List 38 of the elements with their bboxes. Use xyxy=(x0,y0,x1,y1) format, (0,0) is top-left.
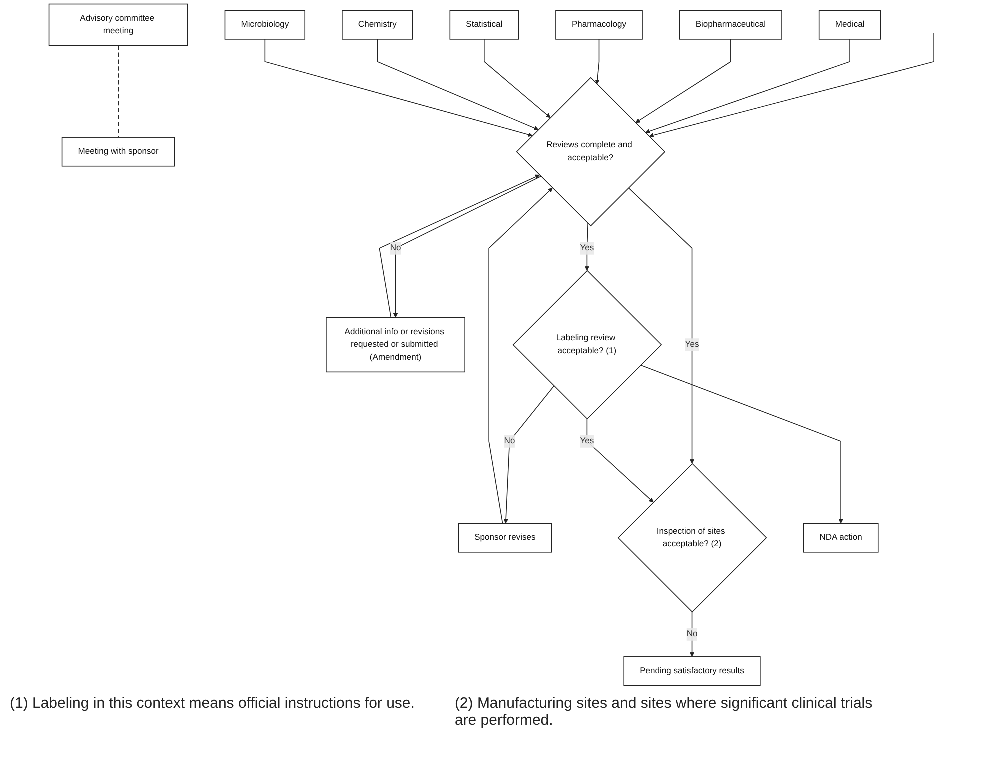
footnote: (2) Manufacturing sites and sites where significant clinical trials are performed. xyxy=(454,695,874,729)
edge-label: Yes xyxy=(580,436,594,446)
edge-label: No xyxy=(687,630,698,639)
arrow xyxy=(636,39,732,124)
node-box: Statistical xyxy=(450,10,520,40)
node-box: Microbiology xyxy=(225,10,306,40)
node-diamond: Labeling review acceptable? (1) xyxy=(513,270,662,420)
node-box: Chemistry xyxy=(342,10,414,40)
arrow xyxy=(378,39,540,130)
arrow xyxy=(650,32,935,138)
connector xyxy=(118,45,120,138)
arrow xyxy=(640,365,844,524)
arrow xyxy=(646,39,851,134)
edge-label: No xyxy=(504,436,516,446)
node-box: Sponsor revises xyxy=(458,523,552,553)
arrow xyxy=(585,223,590,272)
footnote: (1) Labeling in this context means official instructions for use. xyxy=(10,695,415,714)
node-box: Meeting with sponsor xyxy=(62,137,176,167)
node-box: Additional info or revisions requested or submitted (Amendment) xyxy=(326,317,466,373)
node-box: Biopharmaceutical xyxy=(680,10,783,40)
arrow xyxy=(489,188,554,524)
arrow xyxy=(504,386,555,524)
edge-label: Yes xyxy=(580,244,594,253)
arrow xyxy=(690,612,695,658)
node-box: NDA action xyxy=(804,523,880,553)
edge-label: Yes xyxy=(686,340,700,350)
arrow xyxy=(484,39,552,118)
arrow xyxy=(587,418,654,503)
node-diamond: Inspection of sites acceptable? (2) xyxy=(618,463,768,613)
arrow xyxy=(628,188,695,464)
arrow xyxy=(596,39,600,84)
arrow xyxy=(265,39,534,138)
node-diamond: Reviews complete and acceptable? xyxy=(516,77,666,227)
node-box: Pharmacology xyxy=(556,10,644,40)
node-box: Advisory committee meeting xyxy=(49,4,189,46)
node-box: Medical xyxy=(819,10,882,40)
edge-label: No xyxy=(390,244,402,253)
node-box: Pending satisfactory results xyxy=(624,656,762,686)
